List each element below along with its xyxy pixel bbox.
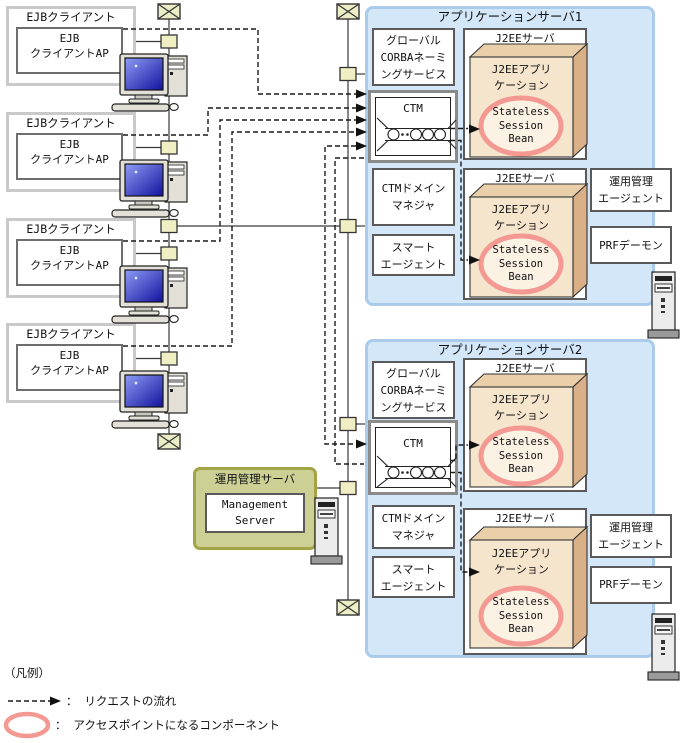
- ctm-inner-box-2: [375, 427, 451, 488]
- j2ee-server-box-1a: [463, 28, 587, 160]
- smart-agent-box-2: [372, 556, 455, 598]
- network-terminator-icon: [336, 3, 360, 20]
- mgmt-agent-box-1: [590, 168, 672, 212]
- connector-square: [339, 480, 357, 496]
- request-line-ctm-link: [334, 157, 364, 465]
- network-connectors: [160, 34, 357, 496]
- j2ee-server-box-1b: [463, 168, 587, 300]
- ctm-box-1: [368, 90, 458, 163]
- request-line-client3: [123, 119, 356, 242]
- request-line-ctm1-ctm2: [324, 145, 356, 445]
- legend-access-point-ellipse: [3, 711, 51, 739]
- ctm-domain-manager-box-2: [372, 505, 455, 549]
- naming-service-box-2: [372, 361, 455, 419]
- j2ee-server-box-2a: [463, 358, 587, 492]
- legend-title: （凡例）: [4, 666, 50, 680]
- network-terminator-icon: [336, 599, 360, 616]
- legend-access-point-label: ： アクセスポイントになるコンポーネント: [55, 718, 280, 732]
- connector-square: [160, 34, 178, 49]
- network-terminator-icon: [157, 3, 181, 20]
- network-terminator-icon: [157, 433, 181, 450]
- naming-service-box-1: [372, 28, 455, 86]
- connector-square: [160, 351, 178, 366]
- smart-agent-box-1: [372, 234, 455, 276]
- ctm-box-2: [368, 420, 458, 495]
- ejb-client-ap-box-2: [16, 133, 123, 180]
- connector-square: [160, 140, 178, 155]
- connector-square: [339, 416, 357, 432]
- connector-square: [160, 246, 178, 261]
- connector-square: [339, 66, 357, 82]
- management-server-inner-box: [205, 493, 305, 533]
- request-line-client2: [123, 107, 356, 136]
- legend-arrowhead: [50, 696, 61, 706]
- mgmt-agent-box-2: [590, 514, 672, 558]
- j2ee-server-box-2b: [463, 508, 587, 655]
- ejb-client-ap-box-4: [16, 344, 123, 391]
- prf-daemon-box-2: [590, 566, 672, 604]
- connector-square: [160, 218, 178, 234]
- ejb-client-ap-box-3: [16, 239, 123, 286]
- connector-square: [339, 218, 357, 234]
- prf-daemon-box-1: [590, 226, 672, 264]
- request-line-client4: [123, 131, 356, 347]
- ejb-client-ap-box-1: [16, 27, 123, 74]
- legend-request-flow-label: ： リクエストの流れ: [66, 694, 177, 708]
- request-line-client1: [123, 28, 356, 95]
- ctm-domain-manager-box-1: [372, 168, 455, 226]
- ctm-inner-box-1: [375, 97, 451, 156]
